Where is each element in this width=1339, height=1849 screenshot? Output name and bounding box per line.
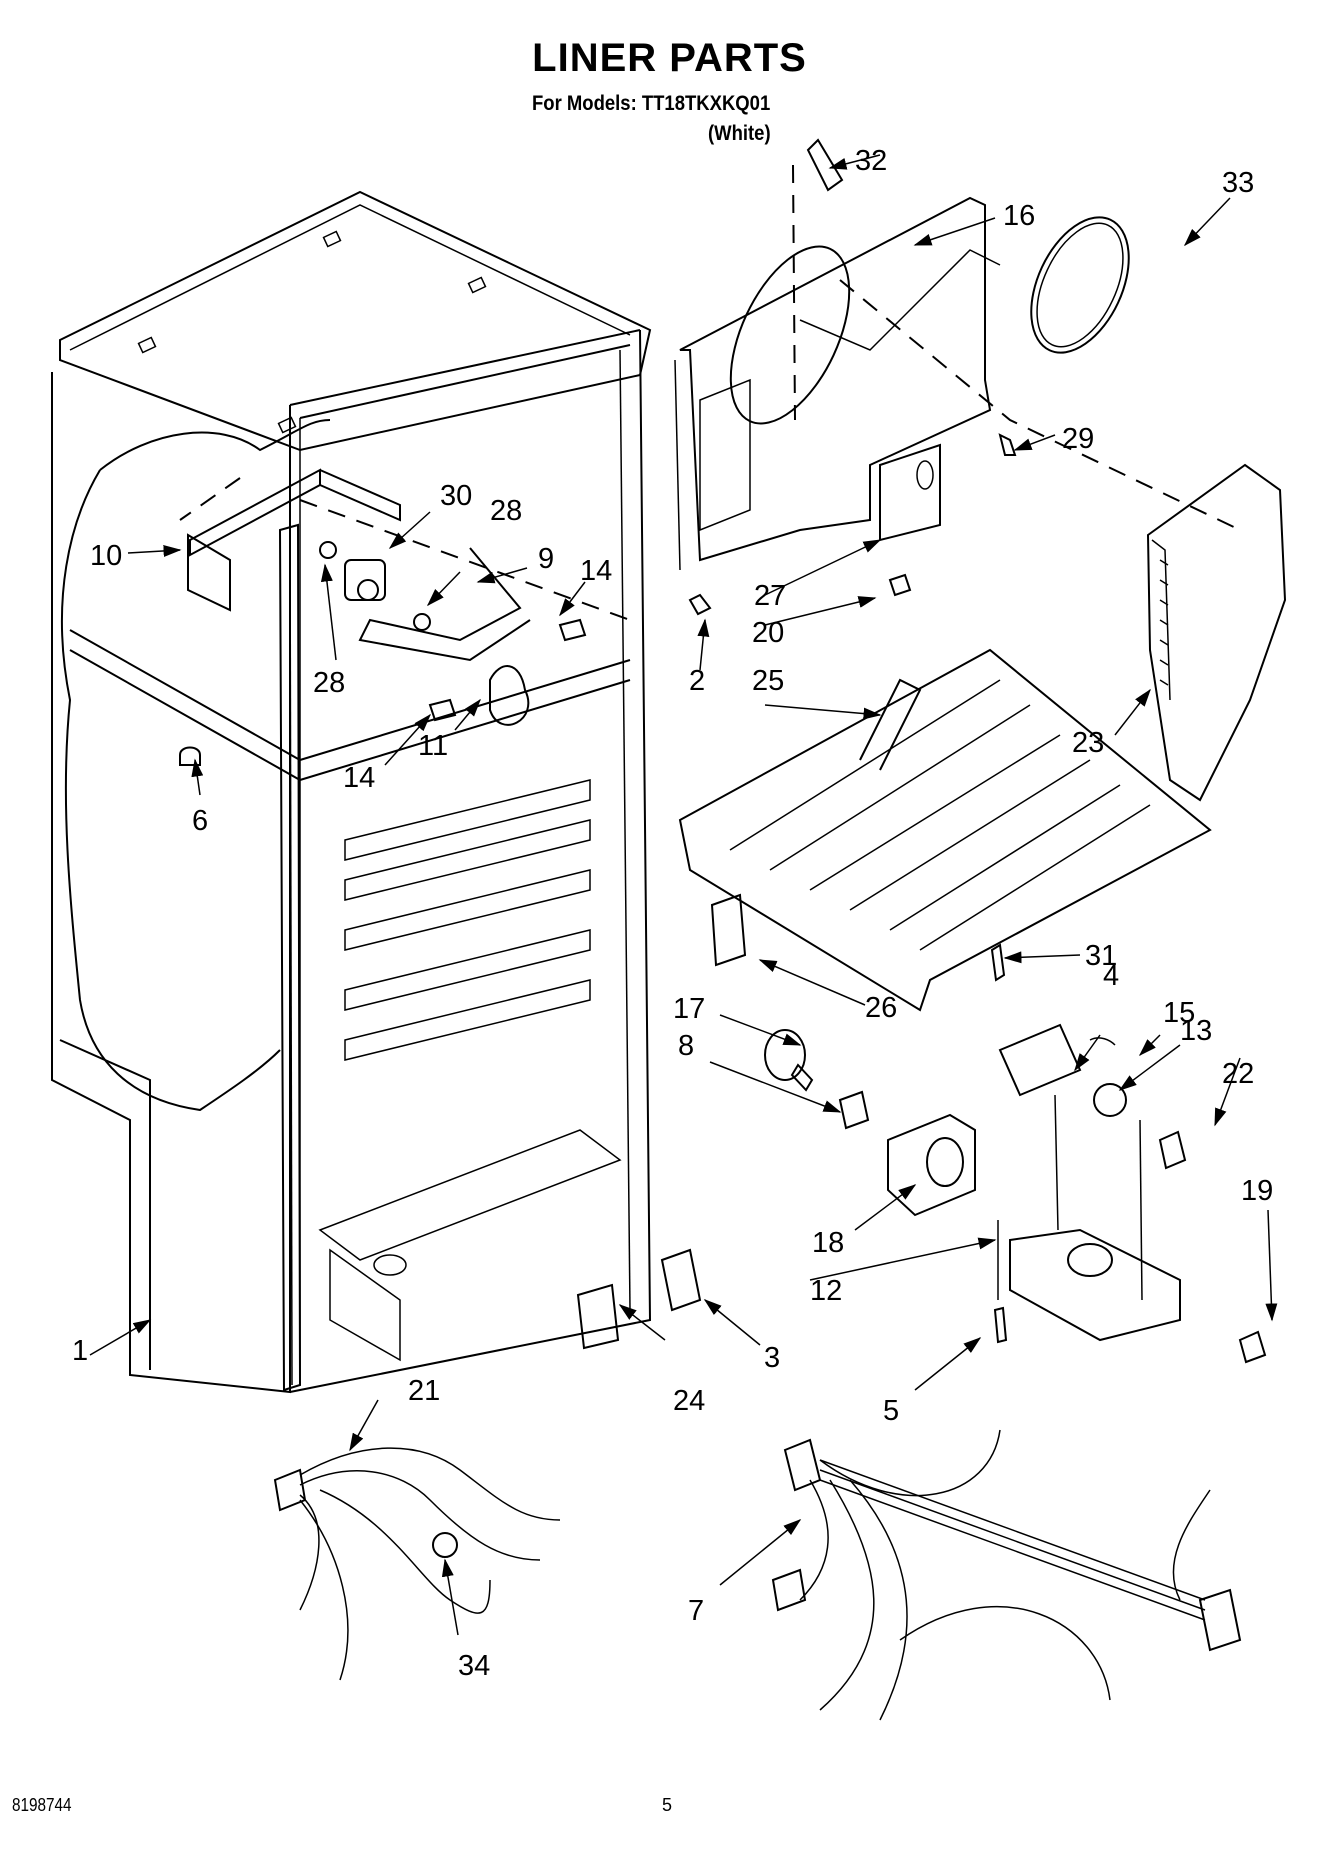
callout-11: 11 <box>418 730 448 762</box>
document-number: 8198744 <box>12 1795 72 1815</box>
callout-32: 32 <box>855 145 887 177</box>
callout-1: 1 <box>72 1335 88 1367</box>
part-26 <box>710 893 747 967</box>
callout-7: 7 <box>688 1595 704 1627</box>
callout-18: 18 <box>812 1227 844 1259</box>
small-parts <box>576 893 1267 1364</box>
callout-5: 5 <box>883 1395 899 1427</box>
callout-28b: 28 <box>313 667 345 699</box>
leader-lines <box>89 154 1278 1636</box>
callout-12: 12 <box>810 1275 842 1307</box>
part-3 <box>660 1248 702 1312</box>
part-24 <box>576 1283 620 1350</box>
liner-cabinet <box>51 190 652 1394</box>
callout-19: 19 <box>1241 1175 1273 1207</box>
callout-24: 24 <box>673 1385 705 1417</box>
part-22 <box>1158 1130 1187 1170</box>
callout-14b: 14 <box>343 762 375 794</box>
callout-8: 8 <box>678 1030 694 1062</box>
wire-harness-21 <box>273 1447 561 1681</box>
freezer-shelf <box>678 648 1212 1012</box>
callout-6: 6 <box>192 805 208 837</box>
callout-4: 4 <box>1103 960 1119 992</box>
callout-2: 2 <box>689 665 705 697</box>
callout-13: 13 <box>1180 1015 1212 1047</box>
socket-8 <box>838 1090 870 1130</box>
callout-15: 15 <box>1163 997 1195 1029</box>
callout-33: 33 <box>1222 167 1254 199</box>
callout-28a: 28 <box>490 495 522 527</box>
callout-27: 27 <box>754 580 786 612</box>
screw-5 <box>993 1306 1008 1344</box>
bulb-17 <box>764 1029 806 1081</box>
callout-21: 21 <box>408 1375 440 1407</box>
callout-20: 20 <box>752 617 784 649</box>
part-31 <box>990 943 1006 982</box>
callout-3: 3 <box>764 1342 780 1374</box>
control-assembly <box>179 468 631 766</box>
air-duct <box>1146 463 1287 802</box>
callout-labels: 1 2 3 4 5 6 7 8 9 10 11 12 13 14 14 15 1… <box>72 145 1273 1682</box>
control-board-4 <box>998 1023 1082 1097</box>
thermostat-13 <box>1093 1083 1127 1117</box>
models-line: For Models: TT18TKXKQ01 <box>532 92 771 115</box>
wire-harness-7 <box>771 1429 1242 1721</box>
callout-22: 22 <box>1222 1058 1254 1090</box>
callout-29: 29 <box>1062 423 1094 455</box>
thermistor-34 <box>432 1532 458 1558</box>
callout-16: 16 <box>1003 200 1035 232</box>
callout-17: 17 <box>673 993 705 1025</box>
callout-30: 30 <box>440 480 472 512</box>
callout-31: 31 <box>1085 940 1117 972</box>
callout-10: 10 <box>90 540 122 572</box>
callout-9: 9 <box>538 543 554 575</box>
evaporator-cover <box>674 138 1241 616</box>
callout-14a: 14 <box>580 555 612 587</box>
housing-12 <box>1009 1228 1181 1342</box>
callout-25: 25 <box>752 665 784 697</box>
light-housing-18 <box>887 1113 976 1217</box>
callout-34: 34 <box>458 1650 490 1682</box>
color-line: (White) <box>708 122 771 145</box>
page-number: 5 <box>662 1795 673 1815</box>
part-19 <box>1238 1330 1267 1364</box>
page-title: LINER PARTS <box>532 36 807 80</box>
callout-26: 26 <box>865 992 897 1024</box>
callout-23: 23 <box>1072 727 1104 759</box>
